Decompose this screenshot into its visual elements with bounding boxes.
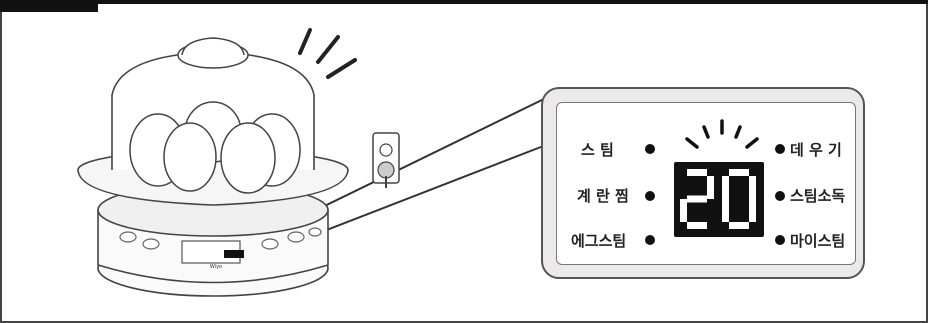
mode-label-reheat: 데 우 기: [790, 141, 842, 159]
mode-label-steamed-egg: 계 란 찜: [577, 187, 629, 205]
mode-indicator-steam[interactable]: [645, 144, 655, 154]
mode-indicator-egg-steam[interactable]: [645, 235, 655, 245]
digit-segment: [729, 222, 749, 229]
outlet-socket: [379, 143, 393, 157]
brand-label: Wiyo: [210, 264, 222, 270]
lid-handle-top: [181, 37, 245, 56]
digit-segment: [722, 199, 729, 222]
mode-indicator-reheat[interactable]: [775, 144, 785, 154]
mode-label-egg-steam: 에그스팀: [571, 232, 627, 250]
eggs: [129, 101, 301, 194]
mode-label-sterilize: 스팀소독: [790, 187, 846, 205]
mode-label-steam: 스 팀: [581, 141, 614, 159]
control-panel-zoom: 스 팀 계 란 찜 에그스팀 데 우 기 스팀소독 마이스팀 20: [541, 87, 865, 279]
digit-segment: [707, 176, 714, 199]
figure-tab: [0, 0, 98, 12]
mode-indicator-my-steam[interactable]: [775, 235, 785, 245]
digit-segment: [687, 222, 707, 229]
timer-digits: [680, 169, 756, 229]
digit-segment: [749, 199, 756, 222]
mode-label-my-steam: 마이스팀: [790, 232, 846, 250]
digit-segment: [749, 176, 756, 199]
base-buttons: [119, 227, 322, 250]
blink-marks: [685, 119, 759, 149]
control-panel-face: 스 팀 계 란 찜 에그스팀 데 우 기 스팀소독 마이스팀 20: [556, 102, 856, 265]
digit-segment: [687, 195, 707, 203]
mode-indicator-sterilize[interactable]: [775, 191, 785, 201]
mode-indicator-steamed-egg[interactable]: [645, 191, 655, 201]
base-display-highlight: [224, 250, 244, 258]
top-rule: [0, 0, 928, 4]
plug: [377, 161, 395, 179]
digit-segment: [680, 199, 687, 222]
timer-display: 20: [674, 162, 764, 237]
digit-segment: [729, 169, 749, 176]
digit-segment: [722, 176, 729, 199]
beep-marks: [298, 28, 357, 79]
digit-segment: [687, 169, 707, 176]
